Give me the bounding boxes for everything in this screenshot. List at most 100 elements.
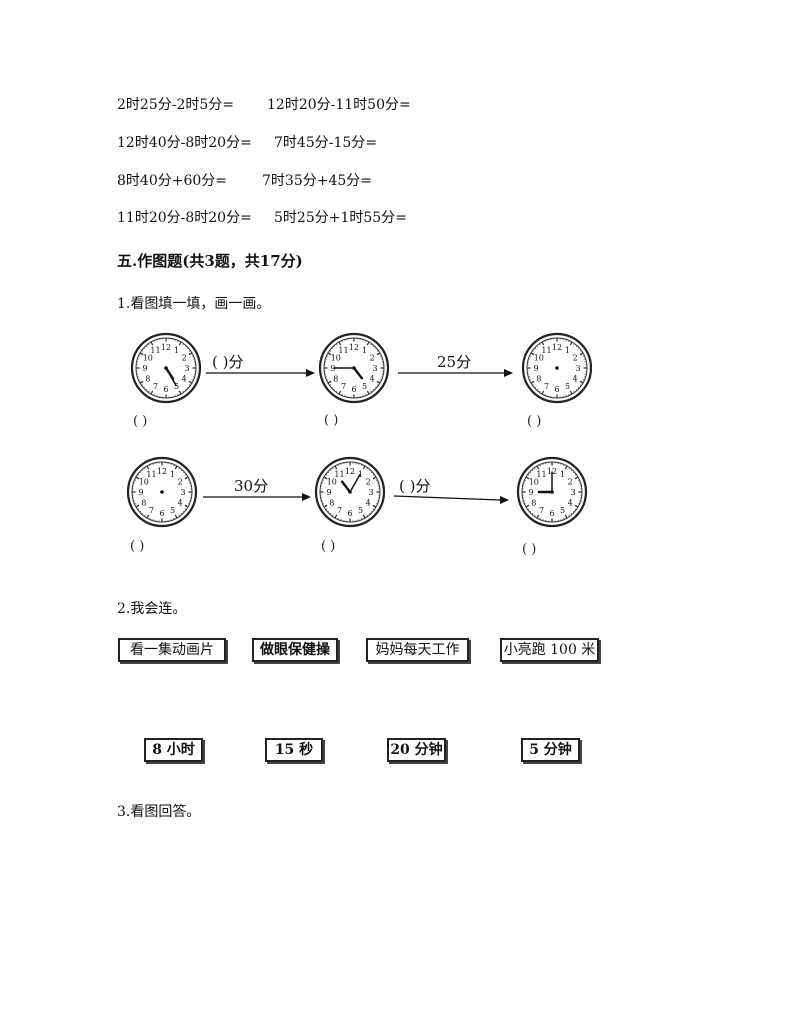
calc-row-3-left: 8时40分+60分= bbox=[117, 173, 227, 189]
row2-arrow2-label: ( )分 bbox=[399, 477, 431, 495]
match-top-run-100m[interactable]: 小亮跑 100 米 bbox=[500, 638, 599, 662]
row1-answer-2: ( ) bbox=[324, 413, 339, 428]
clock-numeral: 6 bbox=[351, 385, 356, 394]
clock-numeral: 3 bbox=[180, 488, 185, 497]
clock-numeral: 2 bbox=[370, 354, 375, 363]
clock-numeral: 5 bbox=[174, 382, 179, 391]
clock-numeral: 10 bbox=[327, 478, 337, 487]
clock-numeral: 6 bbox=[549, 509, 554, 518]
arrow-row1-1 bbox=[206, 369, 315, 377]
arrow-row2-2 bbox=[393, 495, 509, 504]
clock-numeral: 3 bbox=[372, 364, 377, 373]
clock-numeral: 8 bbox=[531, 499, 536, 508]
clock-numeral: 7 bbox=[337, 506, 342, 515]
clock-numeral: 1 bbox=[170, 470, 175, 479]
clock-numeral: 4 bbox=[182, 375, 187, 384]
clock-numeral: 3 bbox=[570, 488, 575, 497]
match-bottom-5-minutes[interactable]: 5 分钟 bbox=[521, 738, 580, 762]
clock-numeral: 8 bbox=[145, 375, 150, 384]
clock-numeral: 8 bbox=[536, 375, 541, 384]
clock-numeral: 5 bbox=[362, 382, 367, 391]
clock-numeral: 7 bbox=[153, 382, 158, 391]
clock-numeral: 9 bbox=[533, 364, 538, 373]
clock-numeral: 2 bbox=[182, 354, 187, 363]
clock-numeral: 9 bbox=[142, 364, 147, 373]
row2-answer-3: ( ) bbox=[522, 542, 537, 557]
match-top-cartoon[interactable]: 看一集动画片 bbox=[118, 638, 226, 662]
clock-numeral: 11 bbox=[536, 470, 546, 479]
clock-numeral: 12 bbox=[345, 467, 355, 476]
clock-numeral: 3 bbox=[184, 364, 189, 373]
clock-numeral: 3 bbox=[575, 364, 580, 373]
clock-numeral: 5 bbox=[565, 382, 570, 391]
match-bottom-15-seconds[interactable]: 15 秒 bbox=[265, 738, 323, 762]
clock-numeral: 2 bbox=[568, 478, 573, 487]
calc-row-2-left: 12时40分-8时20分= bbox=[117, 135, 252, 151]
clock-numeral: 2 bbox=[178, 478, 183, 487]
clock-numeral: 7 bbox=[149, 506, 154, 515]
clock-numeral: 12 bbox=[161, 343, 171, 352]
clock-numeral: 6 bbox=[347, 509, 352, 518]
row2-arrow1-label: 30分 bbox=[234, 477, 269, 495]
hour-hand bbox=[340, 480, 352, 494]
clock-numeral: 8 bbox=[333, 375, 338, 384]
clock-numeral: 11 bbox=[334, 470, 344, 479]
minute-hand bbox=[165, 367, 177, 387]
clock-numeral: 10 bbox=[331, 354, 341, 363]
clock-numeral: 6 bbox=[163, 385, 168, 394]
row1-answer-1: ( ) bbox=[133, 414, 148, 429]
clock-numeral: 10 bbox=[534, 354, 544, 363]
clock-numeral: 4 bbox=[568, 499, 573, 508]
clock-numeral: 12 bbox=[349, 343, 359, 352]
calc-row-3-right: 7时35分+45分= bbox=[262, 173, 372, 189]
clock-numeral: 9 bbox=[528, 488, 533, 497]
minute-hand bbox=[349, 473, 361, 493]
clock-numeral: 7 bbox=[544, 382, 549, 391]
clock-numeral: 11 bbox=[150, 346, 160, 355]
match-top-mom-work[interactable]: 妈妈每天工作 bbox=[366, 638, 469, 662]
clock-numeral: 1 bbox=[560, 470, 565, 479]
clock-numeral: 2 bbox=[573, 354, 578, 363]
clock-numeral: 4 bbox=[178, 499, 183, 508]
row1-answer-3: ( ) bbox=[527, 414, 542, 429]
clock-numeral: 4 bbox=[370, 375, 375, 384]
calc-row-1-left: 2时25分-2时5分= bbox=[117, 97, 234, 113]
question-1-label: 1.看图填一填，画一画。 bbox=[117, 296, 271, 312]
clock-numeral: 11 bbox=[338, 346, 348, 355]
clock-numeral: 11 bbox=[541, 346, 551, 355]
calc-row-1-right: 12时20分-11时50分= bbox=[267, 97, 411, 113]
arrow-row2-1 bbox=[203, 493, 311, 501]
clock-numeral: 11 bbox=[146, 470, 156, 479]
clock-numeral: 2 bbox=[366, 478, 371, 487]
hour-hand bbox=[352, 366, 364, 380]
clock-numeral: 10 bbox=[529, 478, 539, 487]
clock-numeral: 7 bbox=[539, 506, 544, 515]
clock-numeral: 1 bbox=[565, 346, 570, 355]
match-bottom-20-minutes[interactable]: 20 分钟 bbox=[387, 738, 446, 762]
clock-numeral: 3 bbox=[368, 488, 373, 497]
row1-arrow1-label: ( )分 bbox=[212, 353, 244, 371]
row2-answer-1: ( ) bbox=[130, 539, 145, 554]
clock-numeral: 12 bbox=[157, 467, 167, 476]
clock-numeral: 10 bbox=[139, 478, 149, 487]
clock-numeral: 4 bbox=[366, 499, 371, 508]
row1-arrow2-label: 25分 bbox=[437, 353, 472, 371]
calc-row-4-left: 11时20分-8时20分= bbox=[117, 210, 252, 226]
question-3-label: 3.看图回答。 bbox=[117, 804, 201, 820]
calc-row-4-right: 5时25分+1时55分= bbox=[274, 210, 407, 226]
question-2-label: 2.我会连。 bbox=[117, 601, 187, 617]
calc-row-2-right: 7时45分-15分= bbox=[274, 135, 377, 151]
row2-answer-2: ( ) bbox=[321, 539, 336, 554]
clock-numeral: 5 bbox=[170, 506, 175, 515]
clock-numeral: 5 bbox=[358, 506, 363, 515]
clock-numeral: 12 bbox=[552, 343, 562, 352]
clock-numeral: 9 bbox=[330, 364, 335, 373]
clock-numeral: 9 bbox=[138, 488, 143, 497]
match-bottom-8-hours[interactable]: 8 小时 bbox=[144, 738, 203, 762]
match-top-eye-exercise[interactable]: 做眼保健操 bbox=[252, 638, 338, 662]
